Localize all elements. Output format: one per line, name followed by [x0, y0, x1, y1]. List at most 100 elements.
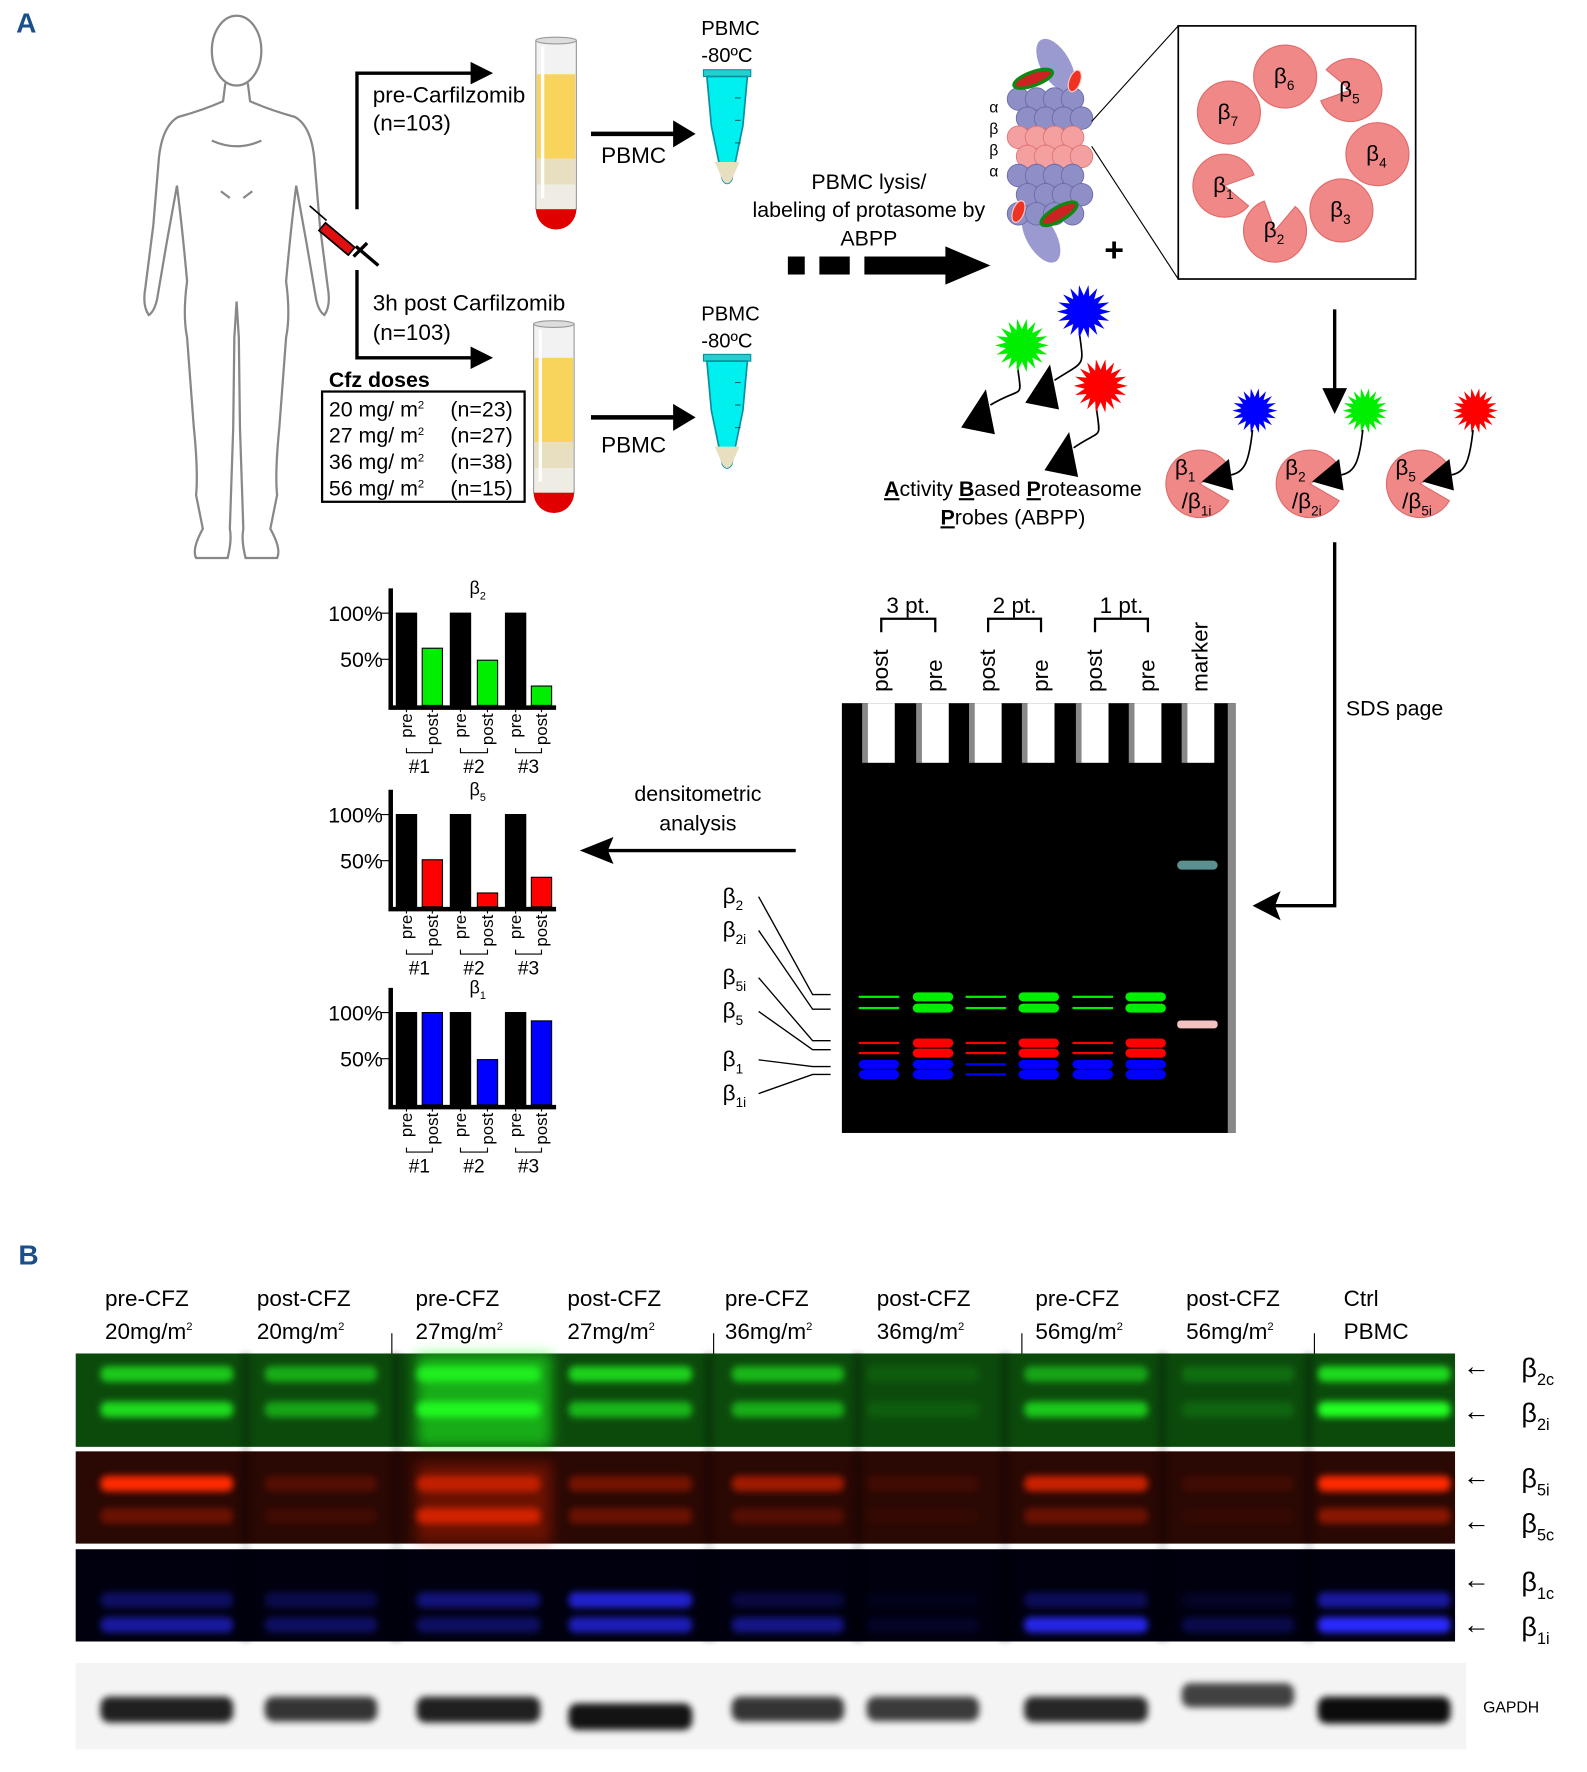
x-tick-label: pre [397, 915, 416, 939]
labeled-subunit-label: /β2i [1292, 489, 1322, 519]
chart-title: β1 [469, 977, 485, 1001]
band-arrow-icon: ← [1463, 1461, 1490, 1491]
lane-header-line-1: pre-CFZ [415, 1286, 499, 1311]
gel-band [1125, 1038, 1166, 1048]
x-tick-label: post [532, 1112, 551, 1144]
probe-fluorophore-icon [1232, 388, 1278, 433]
band-arrow-icon: ← [1463, 1396, 1490, 1426]
gel-band [1072, 1006, 1114, 1010]
blot-band [731, 1475, 845, 1492]
bar [395, 813, 418, 908]
band-arrow-icon: ← [1463, 1506, 1490, 1536]
labeled-subunit-label-subscript: 1i [1201, 503, 1212, 518]
bar [421, 1012, 444, 1106]
gel-band [858, 1051, 900, 1055]
bar [395, 612, 418, 706]
subunit-label-subscript: 7 [1231, 114, 1239, 129]
blot-band [866, 1401, 980, 1418]
lane-header-line-2: PBMC [1344, 1319, 1409, 1344]
subunit-label-subscript: 2 [1277, 232, 1285, 247]
ring-label: α [989, 100, 998, 117]
y-tick-label: 100% [328, 803, 383, 827]
subunit-label-subscript: 1 [1226, 187, 1234, 202]
bar [421, 647, 444, 706]
gel-band [1072, 1051, 1114, 1055]
band-label-subscript: 1i [1537, 1630, 1550, 1648]
subunit-label: β2 [1264, 217, 1284, 247]
lane-header-line-2: 27mg/m2 [415, 1319, 503, 1344]
densitometric-line-2: analysis [659, 811, 736, 835]
probe-fluorophore-icon [994, 318, 1049, 372]
chart-title-subscript: 2 [480, 590, 486, 602]
storage-temp-top: -80ºC [701, 45, 752, 67]
blot-band [264, 1617, 378, 1633]
syringe-icon [309, 205, 380, 267]
lane-header-line-1: Ctrl [1344, 1286, 1379, 1311]
labeled-subunit-label: β2 [1285, 455, 1305, 485]
lane-header-line-2: 20mg/m2 [105, 1319, 193, 1344]
plus-sign: + [1104, 231, 1124, 269]
arrowhead-icon [1252, 891, 1281, 921]
gel-group-label: 1 pt. [1100, 593, 1144, 618]
subunit-label: β3 [1330, 197, 1350, 227]
arrowhead-icon [673, 120, 696, 148]
blot-band [100, 1508, 234, 1524]
probe-fluorophore-icon [1452, 388, 1498, 433]
subunit-β7 [1196, 80, 1261, 145]
labeled-subunit-icon [1385, 449, 1451, 519]
labeled-subunit-label-subscript: 5 [1408, 470, 1416, 485]
abpp-label-line-2: Probes (ABPP) [940, 505, 1085, 529]
probe-fluorophore-icon [1073, 359, 1128, 413]
blot-panel-2 [75, 1451, 1456, 1544]
gel-lane-label: pre [1135, 659, 1160, 692]
blot-band [416, 1592, 541, 1608]
blot-band [1181, 1401, 1295, 1418]
post-carfilzomib-label: 3h post Carfilzomib [373, 291, 566, 316]
subunit-β1 [1192, 153, 1255, 218]
band-label-base: β [1521, 1463, 1537, 1493]
gapdh-label: GAPDH [1483, 1699, 1539, 1716]
blot-band [1024, 1617, 1148, 1633]
gel-band [1072, 1059, 1114, 1069]
western-blots: pre-CFZ20mg/m2post-CFZ20mg/m2pre-CFZ27mg… [75, 1286, 1554, 1750]
band-label-subscript: 1c [1537, 1585, 1554, 1603]
gapdh-band [731, 1696, 845, 1722]
blot-band [264, 1366, 378, 1382]
group-label: #2 [463, 958, 484, 979]
blot-band [1024, 1401, 1148, 1418]
gel-band-label: β1 [723, 1047, 743, 1077]
subunit-label-base: β [1274, 63, 1287, 88]
gel-band-label: β1i [723, 1080, 746, 1110]
x-tick-label: post [478, 914, 497, 946]
eppendorf-tube-icon [702, 69, 752, 185]
gel-band [1125, 1059, 1166, 1069]
subunit-label-subscript: 3 [1343, 212, 1351, 227]
group-label: #3 [518, 1156, 539, 1177]
band-arrow-icon: ← [1463, 1351, 1490, 1381]
tubes [533, 36, 752, 514]
gel-well [974, 703, 1002, 763]
gel-band-label-subscript: 1 [736, 1061, 744, 1076]
band-arrow-icon: ← [1463, 1565, 1490, 1595]
band-arrow-icon: ← [1463, 1610, 1490, 1640]
chart-title-base: β [469, 578, 479, 598]
blot-band [1181, 1508, 1295, 1524]
gapdh-blot [75, 1662, 1467, 1750]
gel-band [965, 1041, 1007, 1045]
chart-title: β5 [469, 779, 485, 803]
gel-band-label: β2 [723, 883, 743, 913]
gapdh-band [866, 1696, 980, 1722]
human-figure-icon [143, 14, 330, 560]
ring-label: β [989, 121, 998, 138]
gel-band-label-base: β [723, 1047, 736, 1072]
group-label: #1 [409, 1156, 430, 1177]
sds-page-label: SDS page [1346, 697, 1443, 721]
y-tick-label: 50% [340, 1048, 383, 1072]
band-label-subscript: 5c [1537, 1526, 1554, 1544]
post-n-label: (n=103) [373, 320, 451, 345]
subunit-label-base: β [1218, 99, 1231, 124]
gapdh-band [416, 1696, 541, 1723]
gel-band [858, 1069, 900, 1079]
